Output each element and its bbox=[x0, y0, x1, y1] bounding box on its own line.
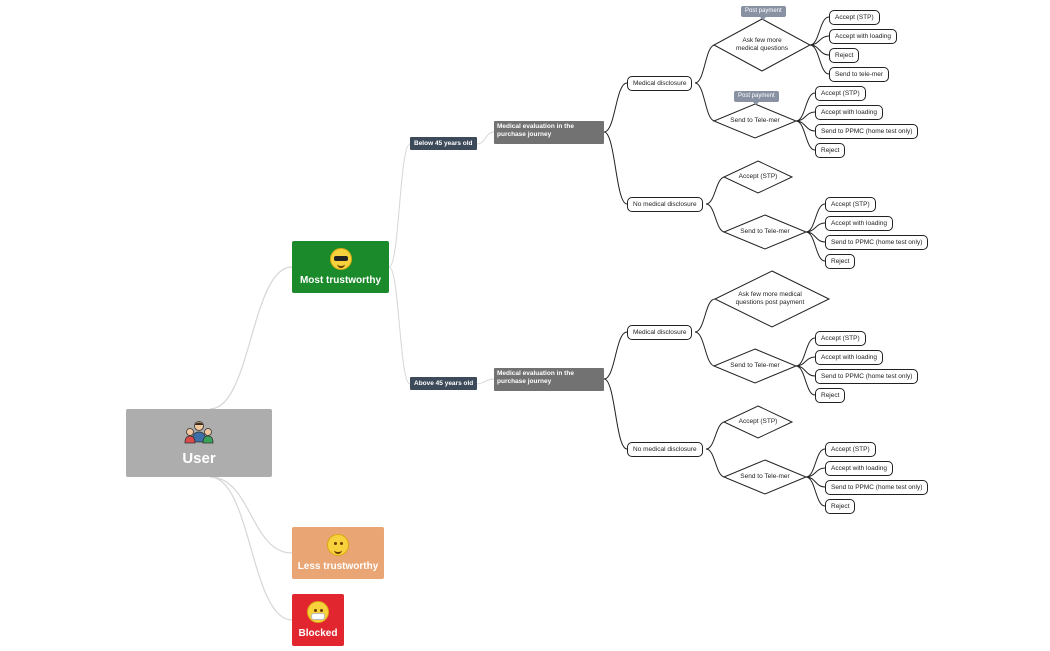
connector-line bbox=[388, 266, 411, 385]
decision-diamond bbox=[712, 18, 812, 72]
outcome-pill[interactable]: Accept (STP) bbox=[825, 442, 876, 457]
connector-line bbox=[805, 476, 826, 507]
decision-diamond bbox=[712, 103, 798, 139]
group-less-trustworthy[interactable]: Less trustworthy bbox=[292, 527, 384, 579]
root-label: User bbox=[182, 449, 216, 467]
decision-diamond bbox=[713, 270, 831, 328]
connector-line bbox=[795, 120, 816, 151]
outcome-pill[interactable]: Reject bbox=[815, 388, 846, 403]
no-medical-disclosure-node[interactable]: No medical disclosure bbox=[627, 197, 703, 212]
connector-line bbox=[209, 476, 293, 621]
outcome-pill[interactable]: Send to PPMC (home test only) bbox=[825, 480, 929, 495]
connector-line bbox=[209, 266, 293, 410]
connector-line bbox=[705, 448, 726, 478]
connector-line bbox=[809, 44, 830, 75]
age-node-below-45[interactable]: Below 45 years old bbox=[410, 137, 477, 150]
sunglasses-face-icon bbox=[329, 248, 352, 270]
eval-node-top[interactable]: Medical evaluation in the purchase journ… bbox=[494, 121, 604, 144]
outcome-pill[interactable]: Send to PPMC (home test only) bbox=[825, 235, 929, 250]
group-label: Blocked bbox=[298, 628, 338, 639]
connector-line bbox=[705, 176, 726, 205]
group-most-trustworthy[interactable]: Most trustworthy bbox=[292, 241, 389, 293]
outcome-pill[interactable]: Accept with loading bbox=[825, 216, 894, 231]
outcome-pill[interactable]: Reject bbox=[825, 499, 856, 514]
mask-face-icon bbox=[307, 601, 329, 623]
group-label: Less trustworthy bbox=[297, 561, 379, 572]
connector-line bbox=[603, 378, 628, 450]
accept-stp-label: Accept (STP) bbox=[738, 418, 778, 425]
connector-line bbox=[476, 131, 495, 145]
outcome-pill[interactable]: Reject bbox=[829, 48, 860, 63]
send-to-telemer-label: Send to Tele-mer bbox=[740, 473, 790, 480]
outcome-pill[interactable]: Accept (STP) bbox=[815, 86, 866, 101]
outcome-pill[interactable]: Send to PPMC (home test only) bbox=[815, 124, 919, 139]
connector-line bbox=[805, 448, 826, 478]
group-blocked[interactable]: Blocked bbox=[292, 594, 344, 646]
outcome-pill[interactable]: Accept with loading bbox=[815, 350, 884, 365]
connector-line bbox=[603, 131, 628, 205]
eval-node-bottom[interactable]: Medical evaluation in the purchase journ… bbox=[494, 368, 604, 391]
post-payment-tag: Post payment bbox=[734, 91, 779, 105]
connector-line bbox=[603, 331, 628, 380]
outcome-pill[interactable]: Send to tele-mer bbox=[829, 67, 890, 82]
outcome-pill[interactable]: Accept (STP) bbox=[815, 331, 866, 346]
decision-diamond bbox=[722, 214, 808, 250]
connector-line bbox=[388, 143, 411, 268]
outcome-pill[interactable]: Accept (STP) bbox=[825, 197, 876, 212]
outcome-pill[interactable]: Reject bbox=[825, 254, 856, 269]
connector-line bbox=[694, 82, 716, 122]
root-node-user[interactable]: User bbox=[126, 409, 272, 477]
family-icon bbox=[184, 420, 214, 443]
accept-stp-label: Accept (STP) bbox=[738, 173, 778, 180]
connector-line bbox=[603, 82, 628, 133]
connector-line bbox=[694, 331, 716, 367]
connector-line bbox=[705, 421, 726, 450]
outcome-pill[interactable]: Accept with loading bbox=[815, 105, 884, 120]
connector-line bbox=[809, 16, 830, 46]
medical-disclosure-node[interactable]: Medical disclosure bbox=[627, 76, 693, 91]
outcome-pill[interactable]: Send to PPMC (home test only) bbox=[815, 369, 919, 384]
connector-line bbox=[209, 476, 293, 554]
outcome-pill[interactable]: Accept with loading bbox=[829, 29, 898, 44]
post-payment-tag: Post payment bbox=[741, 6, 786, 20]
connector-line bbox=[694, 298, 716, 333]
connector-line bbox=[795, 337, 816, 367]
medical-disclosure-node[interactable]: Medical disclosure bbox=[627, 325, 693, 340]
age-node-above-45[interactable]: Above 45 years old bbox=[410, 377, 478, 390]
send-to-telemer-label: Send to Tele-mer bbox=[740, 228, 790, 235]
outcome-pill[interactable]: Accept with loading bbox=[825, 461, 894, 476]
connector-line bbox=[705, 203, 726, 233]
decision-diamond bbox=[722, 459, 808, 495]
no-medical-disclosure-node[interactable]: No medical disclosure bbox=[627, 442, 703, 457]
outcome-pill[interactable]: Reject bbox=[815, 143, 846, 158]
outcome-pill[interactable]: Accept (STP) bbox=[829, 10, 880, 25]
send-to-telemer-label: Send to Tele-mer bbox=[730, 362, 780, 369]
connector-line bbox=[475, 378, 495, 385]
decision-diamond bbox=[722, 160, 794, 194]
connector-line bbox=[805, 203, 826, 233]
group-label: Most trustworthy bbox=[299, 275, 382, 286]
connector-line bbox=[694, 44, 716, 84]
decision-diamond bbox=[722, 405, 794, 439]
connector-line bbox=[795, 92, 816, 122]
decision-diamond bbox=[712, 348, 798, 384]
connector-line bbox=[805, 231, 826, 262]
send-to-telemer-label: Send to Tele-mer bbox=[730, 117, 780, 124]
smiling-face-icon bbox=[327, 534, 349, 556]
connector-line bbox=[795, 365, 816, 396]
